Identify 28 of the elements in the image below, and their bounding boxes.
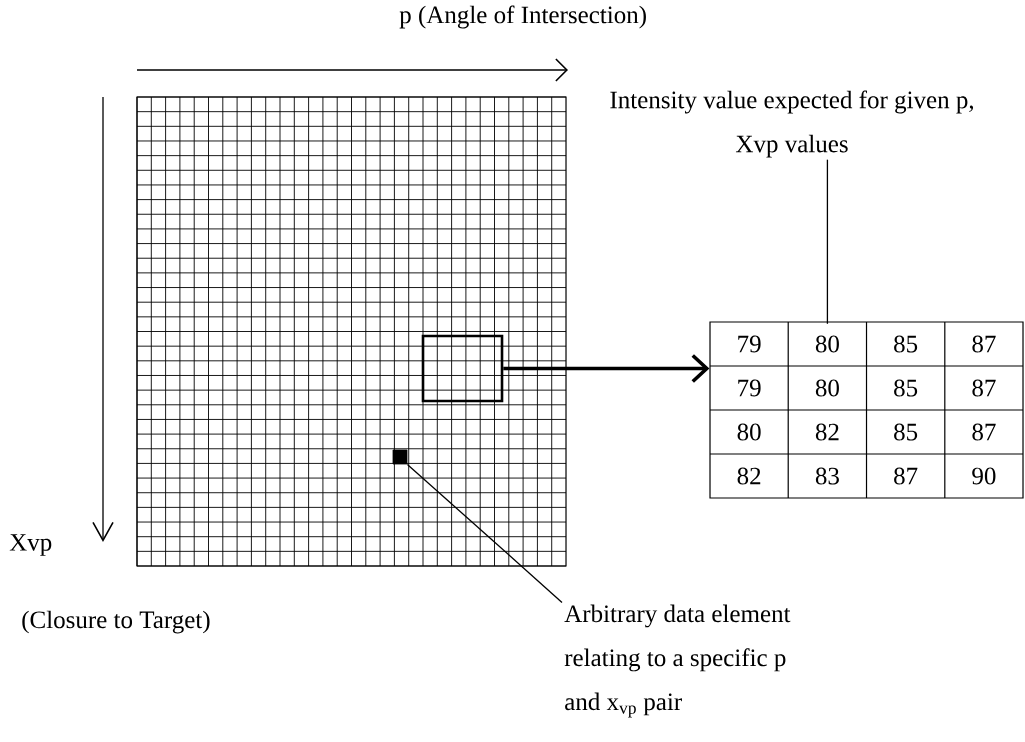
annotation-text: Intensity value expected for given p, Xvp values	[610, 90, 974, 158]
table-cell: 82	[737, 467, 761, 485]
table-cell: 85	[894, 335, 918, 353]
leader-line	[406, 463, 563, 604]
grid-matrix	[136, 96, 567, 567]
selection-rectangle	[421, 334, 504, 403]
table-cell: 87	[972, 335, 996, 353]
table-cell: 80	[815, 379, 839, 397]
table-cell: 85	[894, 423, 918, 441]
table-cell: 85	[894, 379, 918, 397]
axis-label: Xvp	[9, 534, 52, 556]
value-table	[709, 321, 1024, 499]
table-cell: 82	[815, 423, 839, 441]
table-cell: 87	[972, 423, 996, 441]
table-cell: 87	[972, 379, 996, 397]
data-element-square	[392, 449, 408, 465]
table-cell: 79	[738, 335, 761, 353]
annotation-text: Arbitrary data element relating to a specific p and x$_{vp}$ pair	[564, 604, 791, 718]
axis-label: (Closure to Target)	[22, 610, 210, 634]
table-cell: 80	[815, 335, 839, 353]
table-cell: 80	[737, 423, 761, 441]
arrow	[503, 354, 710, 383]
leader-line	[826, 159, 829, 325]
axis-label: p (Angle of Intersection)	[399, 5, 646, 29]
table-cell: 83	[815, 467, 839, 485]
table-cell: 79	[738, 379, 761, 397]
table-cell: 87	[894, 467, 918, 485]
table-cell: 90	[972, 467, 996, 485]
